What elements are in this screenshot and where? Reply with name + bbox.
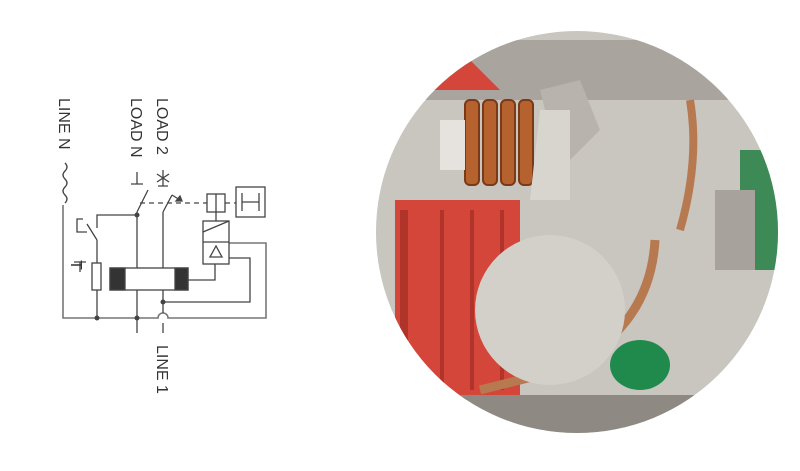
- load-n-switch: [136, 189, 149, 333]
- load-2-symbol: [156, 170, 170, 187]
- wavy-symbol: [62, 162, 68, 204]
- label-load-n: LOAD N: [127, 98, 144, 158]
- triangle-icon: [208, 244, 224, 258]
- test-symbol: [74, 261, 86, 272]
- test-circuit: [76, 214, 137, 318]
- sense-wire: [163, 257, 251, 303]
- handle-box: [235, 186, 266, 218]
- coil: [464, 99, 534, 186]
- test-label-html: T: [66, 260, 84, 270]
- resistor: [91, 262, 102, 291]
- load-2-switch: [162, 194, 181, 333]
- label-line-1: LINE 1: [153, 345, 170, 394]
- rcbo-photo: [376, 31, 778, 433]
- load-n-symbol: [131, 172, 143, 185]
- neutral-wire: [62, 205, 267, 319]
- label-load-2: LOAD 2: [153, 98, 170, 155]
- label-line-n: LINE N: [55, 98, 72, 150]
